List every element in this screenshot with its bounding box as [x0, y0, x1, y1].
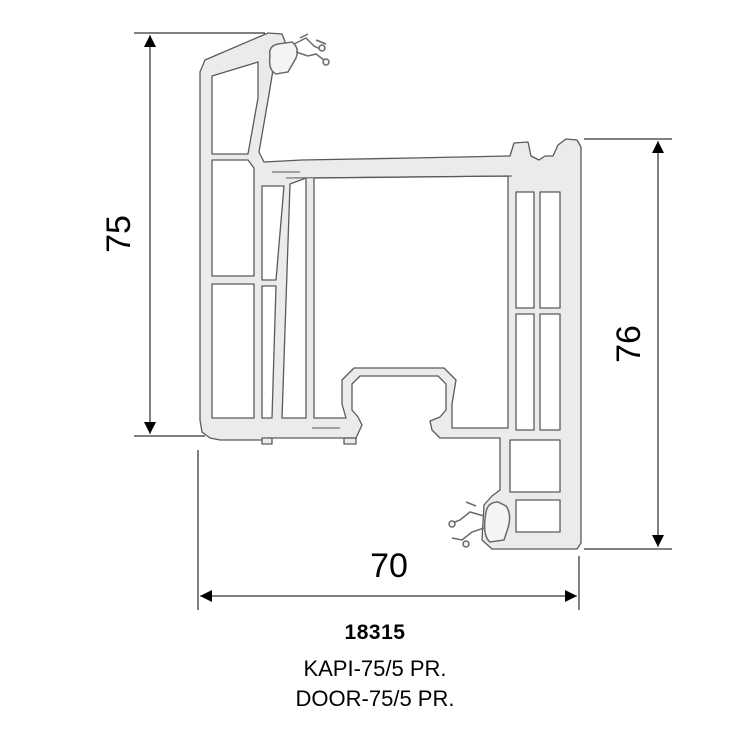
- cavity: [539, 313, 561, 431]
- web: [285, 175, 513, 179]
- dimension-label-75: 75: [100, 215, 138, 253]
- cavity: [211, 61, 259, 155]
- cavity: [515, 499, 561, 533]
- cavity: [211, 283, 255, 419]
- profile-webs: [272, 171, 513, 429]
- profile-code: 18315: [344, 621, 406, 644]
- cavity: [539, 191, 561, 309]
- cavity: [261, 285, 277, 419]
- gasket-body: [483, 501, 511, 543]
- cavity: [509, 439, 561, 493]
- gasket-top: [268, 33, 330, 75]
- profile-foot: [343, 437, 357, 445]
- gasket-dot: [462, 540, 470, 548]
- profile-name-turkish: KAPI-75/5 PR.: [303, 656, 447, 681]
- cavity: [261, 185, 285, 281]
- gasket-dot: [318, 44, 326, 52]
- gasket-dot: [322, 58, 330, 66]
- gasket-lip: [449, 501, 485, 541]
- dimension-label-70: 70: [370, 547, 408, 585]
- profile-section: [199, 32, 582, 550]
- cavity: [211, 159, 255, 277]
- cavity: [281, 177, 307, 419]
- profile-name-english: DOOR-75/5 PR.: [295, 686, 455, 711]
- dimension-label-76: 76: [610, 325, 648, 363]
- dimension-lines: [134, 32, 672, 610]
- gasket-body: [268, 41, 299, 75]
- profile-foot: [261, 437, 273, 445]
- cavity: [515, 191, 535, 309]
- cavity: [515, 313, 535, 431]
- gasket-bottom: [448, 501, 511, 548]
- gasket-dot: [448, 520, 456, 528]
- gasket-lip: [293, 33, 327, 61]
- central-chamber: [313, 175, 509, 429]
